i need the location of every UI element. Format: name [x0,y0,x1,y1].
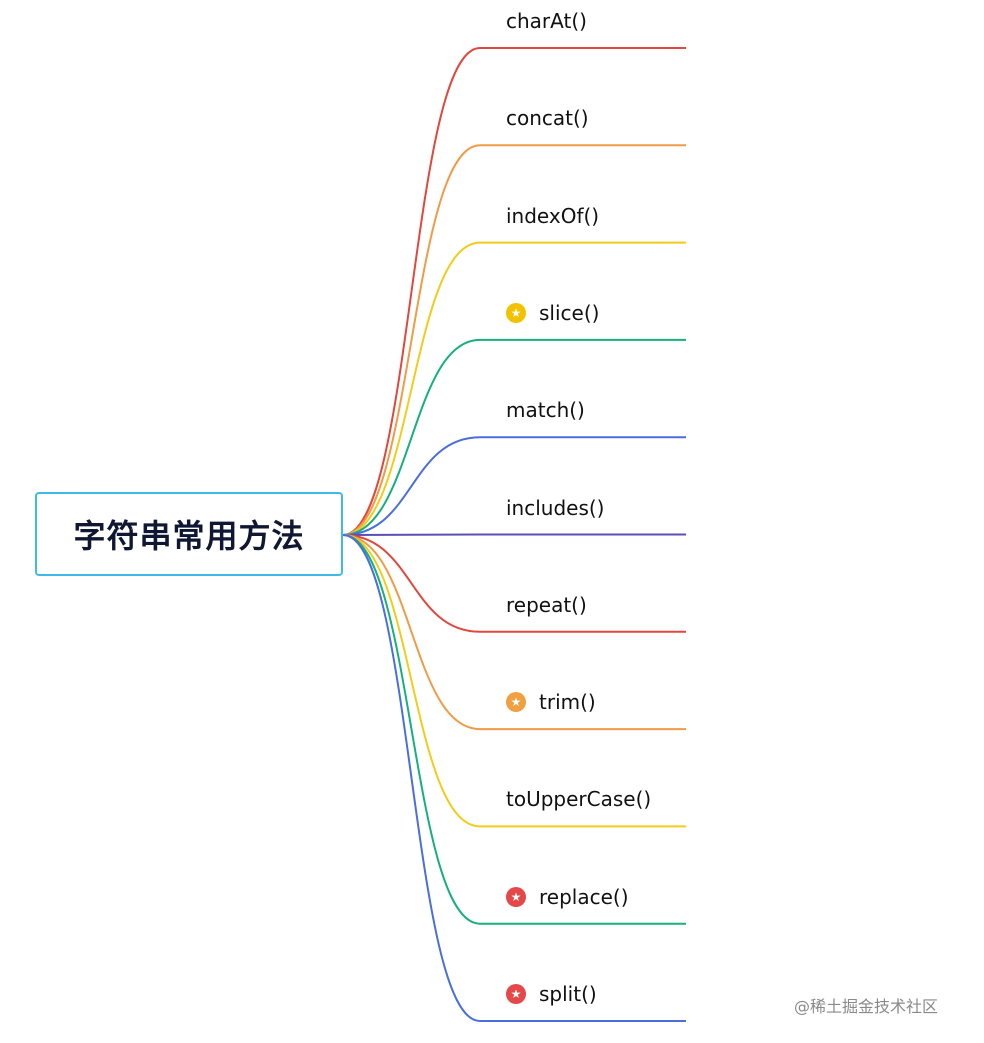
branch-node[interactable]: ★ replace() [506,882,629,912]
star-icon: ★ [506,302,526,323]
star-icon: ★ [506,984,526,1004]
root-node[interactable]: 字符串常用方法 [35,492,343,576]
branch-connector [342,534,686,828]
root-node-label: 字符串常用方法 [73,517,305,555]
branch-node-label: toUpperCase() [506,787,652,812]
branch-node[interactable]: match() [506,395,585,425]
branch-node-label: includes() [506,495,605,520]
branch-connector [342,534,686,925]
branch-node-label: slice() [539,300,600,325]
branch-node[interactable]: indexOf() [506,201,599,231]
branch-node[interactable]: ★ slice() [506,298,599,328]
branch-node-label: match() [506,398,585,423]
branch-node-label: charAt() [506,9,587,33]
branch-connector [342,144,686,536]
branch-connector [342,241,686,536]
watermark: @稀土掘金技术社区 [794,997,939,1016]
branch-node-label: repeat() [506,592,587,617]
branch-node-label: indexOf() [506,203,600,228]
branch-node-label: split() [539,982,597,1006]
star-icon: ★ [506,886,526,907]
branch-node[interactable]: concat() [506,103,589,133]
branch-node-label: replace() [539,884,629,909]
branch-node[interactable]: ★ trim() [506,687,596,717]
branch-connector [342,534,686,731]
branch-connector [342,436,686,536]
branch-node[interactable]: includes() [506,493,605,523]
branch-connector [342,47,686,536]
branch-node-label: concat() [506,106,589,131]
branch-connector [342,533,686,536]
branch-node-label: trim() [539,690,596,715]
branch-connector [342,338,686,536]
branch-node[interactable]: toUpperCase() [506,784,651,814]
branch-node[interactable]: charAt() [506,6,587,36]
branch-node[interactable]: ★ split() [506,979,597,1009]
branch-node[interactable]: repeat() [506,590,587,620]
star-icon: ★ [506,692,526,713]
branch-connector [342,534,686,633]
branch-connector [342,534,686,1022]
